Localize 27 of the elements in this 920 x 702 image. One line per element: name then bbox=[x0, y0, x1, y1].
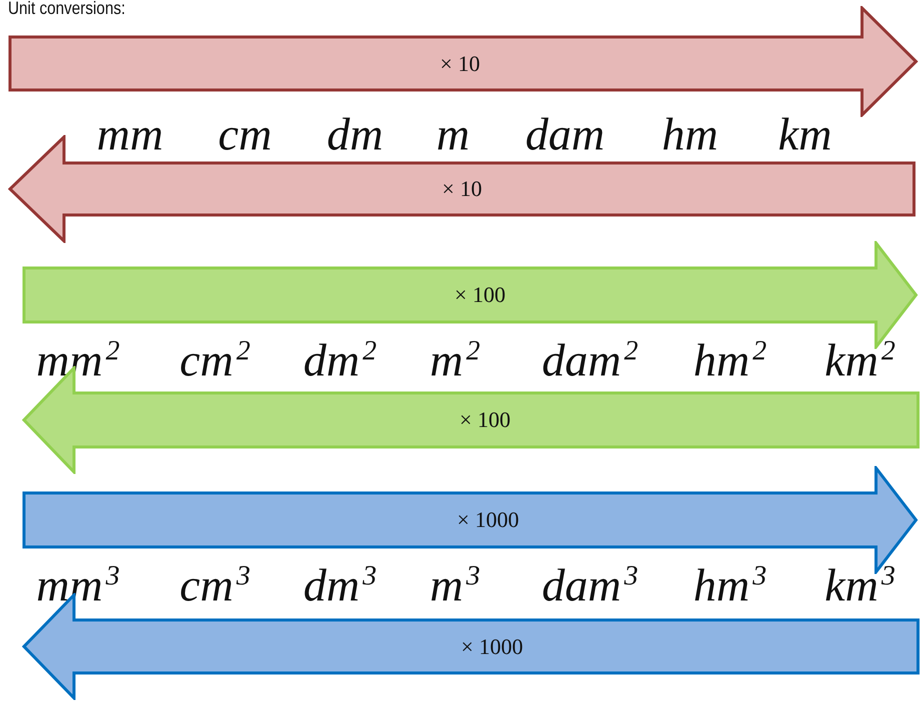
unit-label: m bbox=[436, 108, 470, 160]
multiplier-label: × 1000 bbox=[457, 507, 519, 533]
unit-label: mm$^{3}$ bbox=[36, 558, 120, 612]
unit-label: cm$^{2}$ bbox=[180, 334, 250, 386]
unit-label: dam$^{2}$ bbox=[542, 334, 638, 386]
multiplier-label: × 10 bbox=[442, 176, 482, 202]
unit-label: m$^{3}$ bbox=[430, 558, 480, 612]
unit-label: km$^{2}$ bbox=[824, 334, 896, 386]
multiplier-label: × 100 bbox=[460, 407, 510, 433]
unit-label: dam bbox=[525, 108, 605, 160]
unit-label: cm$^{3}$ bbox=[180, 558, 250, 612]
multiplier-label: × 10 bbox=[440, 50, 480, 76]
unit-label: hm$^{3}$ bbox=[693, 558, 767, 612]
title: Unit conversions: bbox=[8, 0, 126, 19]
unit-label: cm bbox=[218, 108, 272, 160]
unit-label: km bbox=[778, 108, 832, 160]
unit-label: hm bbox=[662, 108, 718, 160]
unit-label: hm$^{2}$ bbox=[693, 334, 767, 386]
multiplier-label: × 1000 bbox=[461, 634, 523, 660]
unit-label: dm$^{2}$ bbox=[303, 334, 377, 386]
unit-label: dm bbox=[326, 108, 384, 160]
multiplier-label: × 100 bbox=[454, 282, 506, 308]
unit-label: km$^{3}$ bbox=[824, 558, 896, 612]
unit-label: mm bbox=[96, 108, 164, 160]
unit-label: dam$^{3}$ bbox=[542, 558, 638, 612]
unit-label: dm$^{3}$ bbox=[303, 558, 377, 612]
unit-label: m$^{2}$ bbox=[430, 334, 480, 386]
